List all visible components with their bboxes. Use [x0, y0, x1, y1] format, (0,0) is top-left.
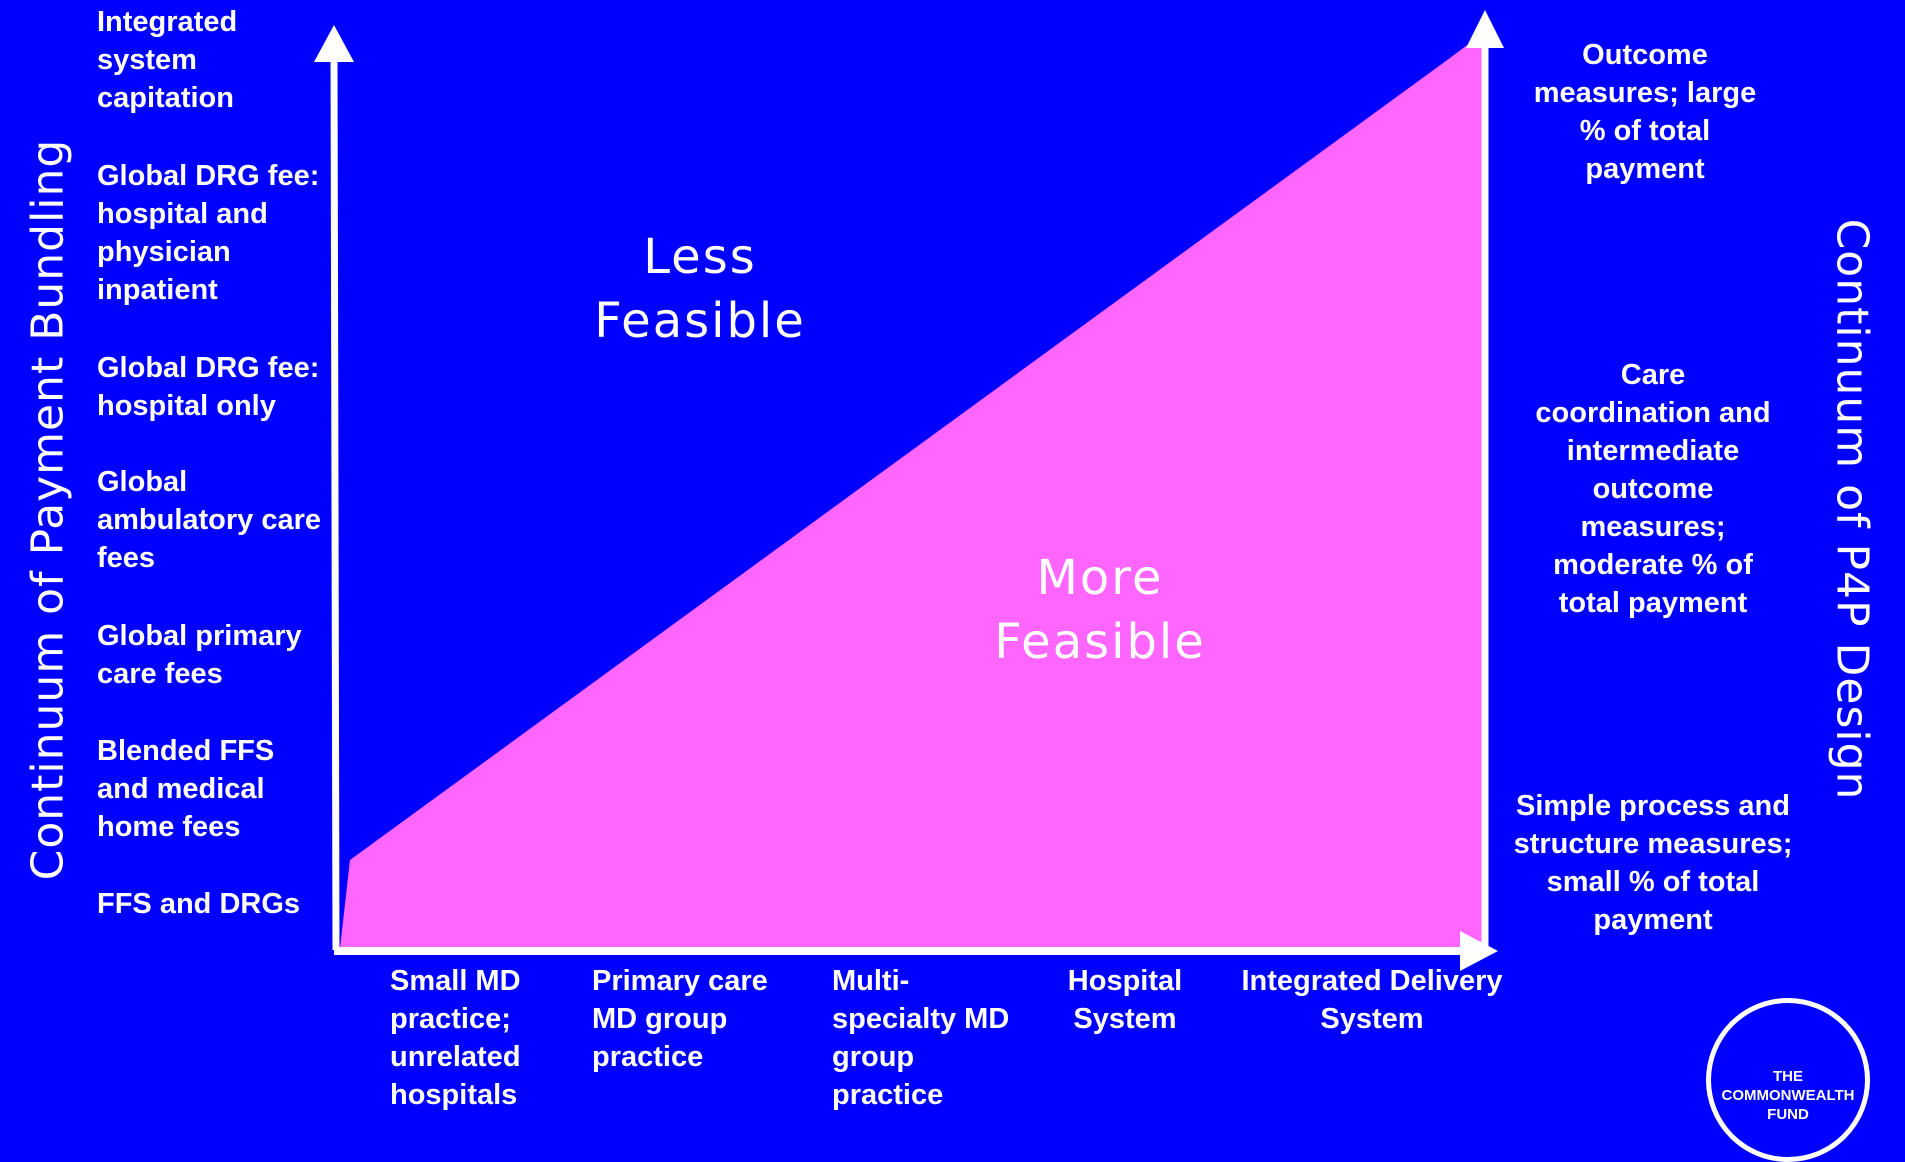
x-level-integrated-delivery: Integrated Delivery System	[1241, 965, 1503, 1035]
y-axis-arrowhead	[314, 25, 354, 62]
y-level-primary-care: Global primary care fees	[97, 620, 302, 690]
x-level-hospital-system: Hospital System	[1067, 965, 1183, 1035]
x-level-multispecialty-group: Multi- specialty MD group practice	[832, 965, 1010, 1111]
diagram-graphics	[314, 10, 1504, 971]
p4p-axis-title: Continuum of P4P Design	[1826, 218, 1878, 801]
y-level-drg-hospital-physician: Global DRG fee: hospital and physician i…	[97, 160, 320, 306]
logo-text: THE COMMONWEALTH FUND	[1721, 1068, 1855, 1123]
p4p-level-outcome: Outcome measures; large % of total payme…	[1533, 39, 1757, 185]
y-level-blended-ffs: Blended FFS and medical home fees	[97, 735, 275, 843]
y-level-ambulatory-care: Global ambulatory care fees	[97, 466, 322, 574]
less-feasible-label: Less Feasible	[594, 229, 806, 349]
y-level-integrated-capitation: Integrated system capitation	[97, 6, 238, 114]
y-axis-title: Continuum of Payment Bundling	[22, 138, 74, 881]
p4p-level-care-coordination: Care coordination and intermediate outco…	[1535, 359, 1771, 619]
x-level-small-md-practice: Small MD practice; unrelated hospitals	[390, 965, 521, 1111]
y-level-ffs-drgs: FFS and DRGs	[97, 888, 301, 920]
x-level-primary-care-group: Primary care MD group practice	[592, 965, 768, 1073]
p4p-axis-arrowhead	[1466, 10, 1504, 48]
y-axis-line	[330, 54, 340, 951]
more-feasible-label: More Feasible	[994, 550, 1206, 670]
x-axis-arrowhead	[1460, 931, 1498, 971]
y-level-drg-hospital-only: Global DRG fee: hospital only	[97, 352, 320, 422]
diagram-canvas: Continuum of Payment Bundling Continuum …	[22, 6, 1878, 1162]
commonwealth-fund-logo: THE COMMONWEALTH FUND	[1706, 998, 1870, 1162]
p4p-level-simple-process: Simple process and structure measures; s…	[1513, 790, 1793, 936]
more-feasible-area	[340, 30, 1487, 948]
